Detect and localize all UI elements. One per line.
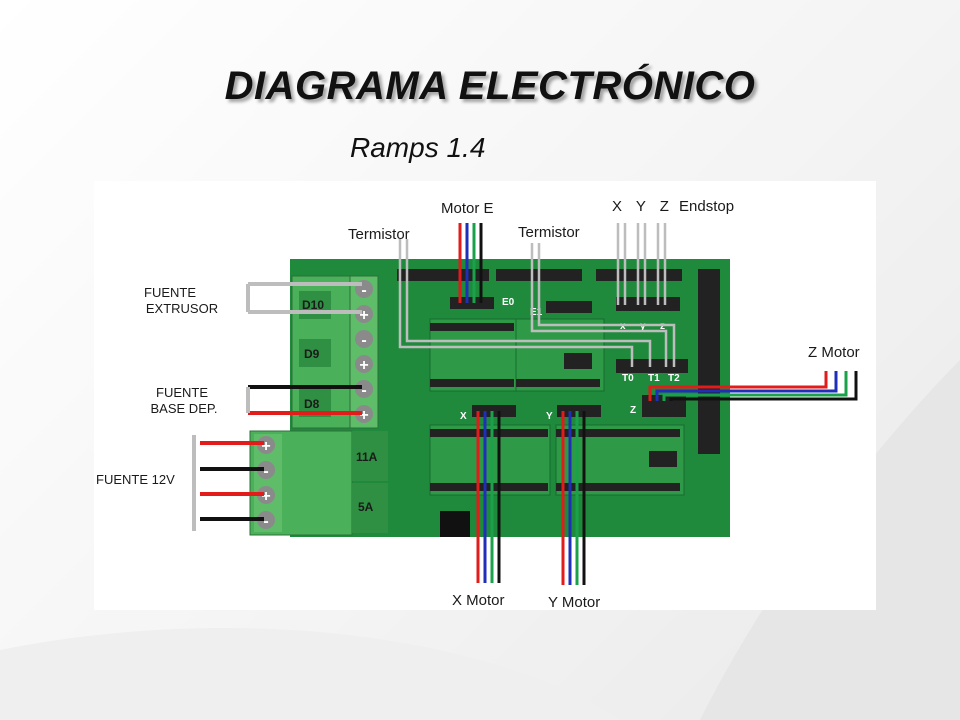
wires-termistor [398,239,676,367]
d9-label: D9 [304,347,320,361]
input-plus-1: + [261,438,270,455]
label-y-motor: Y Motor [548,594,600,610]
label-termistor-right: Termistor [518,224,580,241]
terminal-plus-1: + [359,307,368,324]
d10-label: D10 [302,298,324,312]
terminal-minus-1: - [361,282,366,299]
t2-label: T2 [668,373,680,384]
ramps-diagram: D10 D9 D8 - + - + - + + - + - 11A 5A [96,198,860,610]
fuse-11a-label: 11A [356,450,378,464]
wires-x-motor [476,411,501,583]
label-fuente-base-2: BASE DEP. [151,401,218,416]
endstop-z-label: z [660,321,665,332]
terminal-minus-3: - [361,382,366,399]
wires-y-motor [561,411,586,585]
d8-label: D8 [304,397,320,411]
x-socket-label: X [460,411,467,422]
terminal-minus-2: - [361,332,366,349]
fuse-5a-label: 5A [358,500,374,514]
terminal-plus-3: + [359,407,368,424]
label-termistor-left: Termistor [348,226,410,243]
label-fuente-extrusor-2: EXTRUSOR [146,301,218,316]
label-x-motor: X Motor [452,592,505,609]
endstop-x-label: x [620,321,626,332]
label-endstop: Endstop [679,198,734,215]
label-fuente-base-1: FUENTE [156,385,208,400]
e0-label: E0 [502,297,515,308]
d9-slot [299,339,331,367]
t1-label: T1 [648,373,660,384]
input-minus-2: - [263,513,268,530]
endstop-y-label: y [640,321,646,332]
power-input-screws: + - + - [257,436,275,530]
power-switch [440,511,470,537]
label-fuente-12v: FUENTE 12V [96,472,175,487]
input-minus-1: - [263,463,268,480]
fuse-11a [352,431,388,481]
y-socket-label: Y [546,411,553,422]
wires-fuente-12v [192,435,264,531]
aux-header-right [698,269,720,454]
label-xyz: X Y Z [612,198,674,215]
wires-extrusor [246,282,362,314]
wires-z-motor [648,371,858,401]
screw-terminal-column [349,275,379,429]
screw-terminals: - + - + - + [355,280,373,424]
e1-label: E1 [530,307,543,318]
wires-base [246,385,362,415]
wires-endstop [616,223,667,305]
wires-motor-e [458,223,483,303]
z-socket-label: Z [630,405,636,416]
input-plus-2: + [261,488,270,505]
page-title: DIAGRAMA ELECTRÓNICO [224,64,756,108]
socket-headers [430,323,680,491]
fuse-5a [352,483,388,533]
label-motor-e: Motor E [441,200,494,217]
label-z-motor: Z Motor [808,344,860,361]
t0-label: T0 [622,373,634,384]
page-subtitle: Ramps 1.4 [350,132,486,163]
terminal-plus-2: + [359,357,368,374]
ramps-diagram-panel: D10 D9 D8 - + - + - + + - + - 11A 5A [94,181,876,610]
label-fuente-extrusor-1: FUENTE [144,285,196,300]
d10-slot [299,291,331,319]
